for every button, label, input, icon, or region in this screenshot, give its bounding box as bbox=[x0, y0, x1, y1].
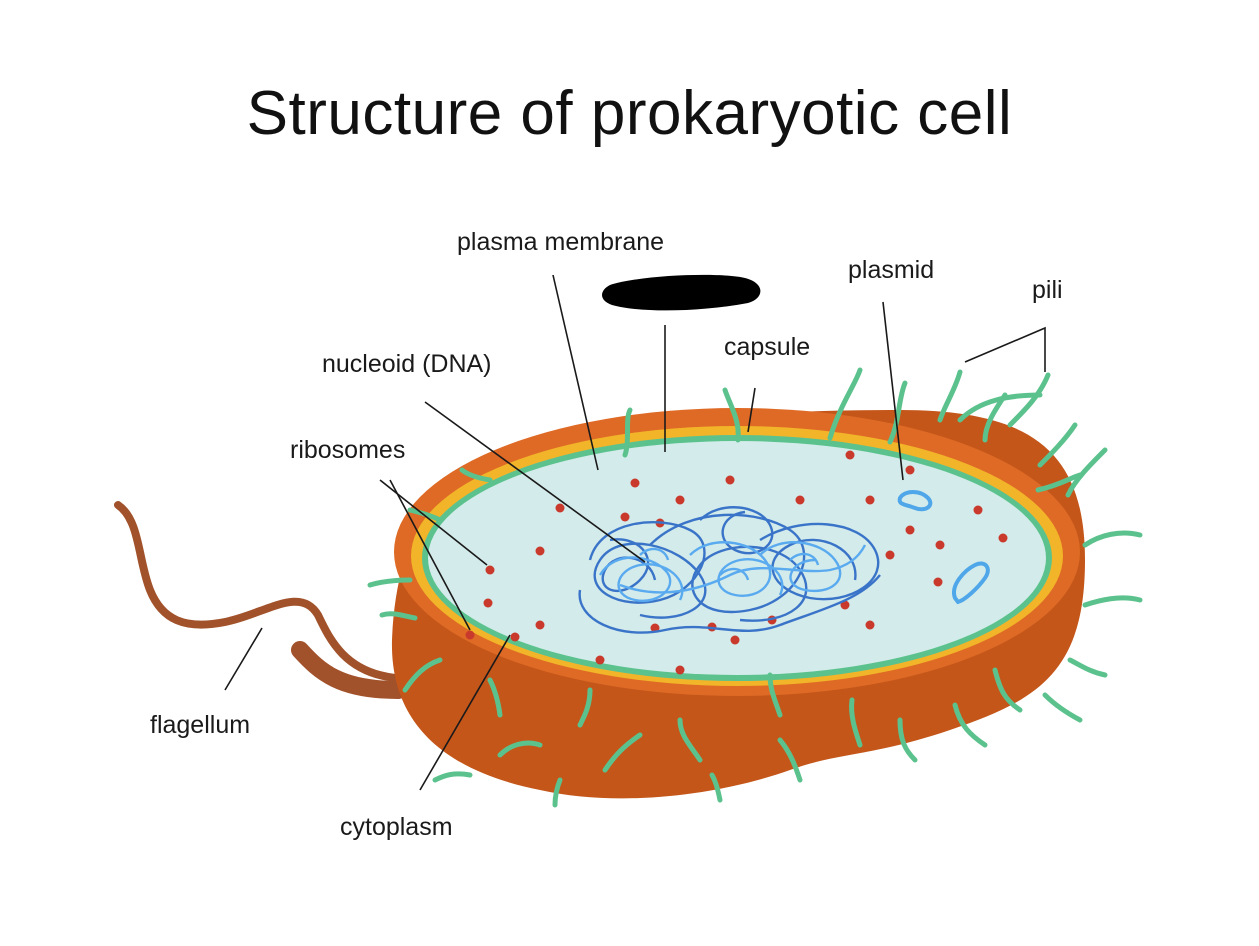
plasmids bbox=[897, 490, 990, 605]
label-plasma-membrane: plasma membrane bbox=[457, 228, 664, 256]
page-title: Structure of prokaryotic cell bbox=[246, 79, 1013, 148]
label-pili: pili bbox=[1032, 276, 1063, 304]
nucleoid-dna bbox=[578, 506, 881, 634]
redaction-mark bbox=[602, 274, 761, 311]
label-nucleoid: nucleoid (DNA) bbox=[322, 350, 492, 378]
ribosomes bbox=[465, 450, 1008, 675]
capsule-body bbox=[391, 408, 1086, 799]
flagellum bbox=[114, 501, 424, 683]
label-capsule: capsule bbox=[724, 333, 810, 361]
leader-lines bbox=[224, 274, 1046, 791]
label-flagellum: flagellum bbox=[150, 711, 250, 739]
label-ribosomes: ribosomes bbox=[290, 436, 405, 464]
label-plasmid: plasmid bbox=[848, 256, 934, 284]
pili bbox=[367, 367, 1143, 808]
label-cytoplasm: cytoplasm bbox=[340, 813, 453, 841]
cytoplasm-area bbox=[428, 441, 1046, 675]
